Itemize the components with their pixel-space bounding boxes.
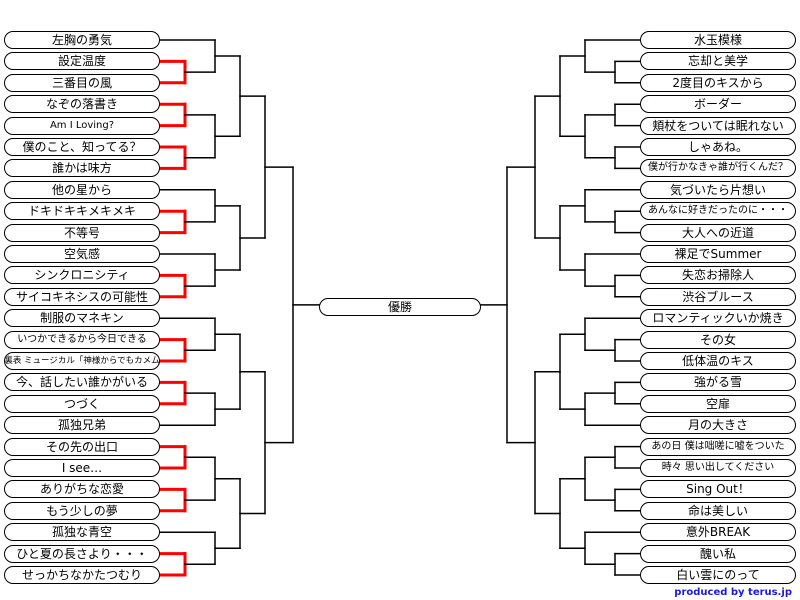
right-entry: 気づいたら片想い	[640, 180, 796, 199]
left-entry: 孤独な青空	[4, 523, 160, 542]
left-entry: せっかちなかたつむり	[4, 566, 160, 584]
left-entry: 三番目の風	[4, 73, 160, 92]
right-entry: 水玉模様	[640, 31, 796, 49]
left-entry: なぞの落書き	[4, 95, 160, 114]
left-entry: 不等号	[4, 223, 160, 242]
left-entry: 誰かは味方	[4, 159, 160, 178]
left-entry: I see…	[4, 459, 160, 477]
left-entry: 左胸の勇気	[4, 31, 160, 49]
right-entry: ロマンティックいか焼き	[640, 309, 796, 328]
left-entry: 今、話したい誰かがいる	[4, 373, 160, 392]
right-entry: 空扉	[640, 394, 796, 413]
right-entry: 2度目のキスから	[640, 73, 796, 92]
right-entry: あの日 僕は咄嗟に嘘をついた	[640, 437, 796, 456]
right-entry: Sing Out！	[640, 480, 796, 499]
right-entry: 失恋お掃除人	[640, 266, 796, 285]
left-entry: シンクロニシティ	[4, 266, 160, 285]
left-entry: つづく	[4, 394, 160, 413]
left-entry: 他の星から	[4, 180, 160, 199]
left-entry: もう少しの夢	[4, 501, 160, 520]
left-entry: 設定温度	[4, 52, 160, 71]
right-entry: 裸足でSummer	[640, 245, 796, 263]
right-entry: 醜い私	[640, 544, 796, 563]
left-entry: ありがちな恋愛	[4, 480, 160, 499]
left-entry: 釦の裏表 ミュージカル「神様からでもカメムシ」	[4, 352, 160, 370]
right-entry: 命は美しい	[640, 501, 796, 520]
left-entry: サイコキネシスの可能性	[4, 287, 160, 306]
right-entry: 渋谷ブルース	[640, 287, 796, 306]
left-entry: ひと夏の長さより・・・	[4, 544, 160, 563]
left-entry: Am I Loving?	[4, 116, 160, 135]
right-entry: 強がる雪	[640, 373, 796, 392]
right-entry: 月の大きさ	[640, 416, 796, 435]
left-entry: 僕のこと、知ってる？	[4, 138, 160, 156]
right-entry: その女	[640, 330, 796, 349]
left-entry: 制服のマネキン	[4, 309, 160, 328]
left-entry: いつかできるから今日できる	[4, 330, 160, 349]
left-entry: 空気感	[4, 245, 160, 263]
right-entry: 時々 思い出してください	[640, 459, 796, 477]
right-entry: 大人への近道	[640, 223, 796, 242]
right-entry: しゃあね。	[640, 138, 796, 156]
credit-text: produced by terus.jp	[674, 587, 792, 598]
right-entry: 頬杖をついては眠れない	[640, 116, 796, 135]
left-entry: ドキドキキメキメキ	[4, 202, 160, 221]
final-box: 優勝	[319, 298, 481, 316]
right-entry: 忘却と美学	[640, 52, 796, 71]
left-entry: その先の出口	[4, 437, 160, 456]
right-entry: 低体温のキス	[640, 352, 796, 370]
right-entry: 意外BREAK	[640, 523, 796, 542]
right-entry: 白い雲にのって	[640, 566, 796, 584]
right-entry: ボーダー	[640, 95, 796, 114]
right-entry: 僕が行かなきゃ誰が行くんだ？	[640, 159, 796, 178]
right-entry: あんなに好きだったのに・・・	[640, 202, 796, 221]
left-entry: 孤独兄弟	[4, 416, 160, 435]
